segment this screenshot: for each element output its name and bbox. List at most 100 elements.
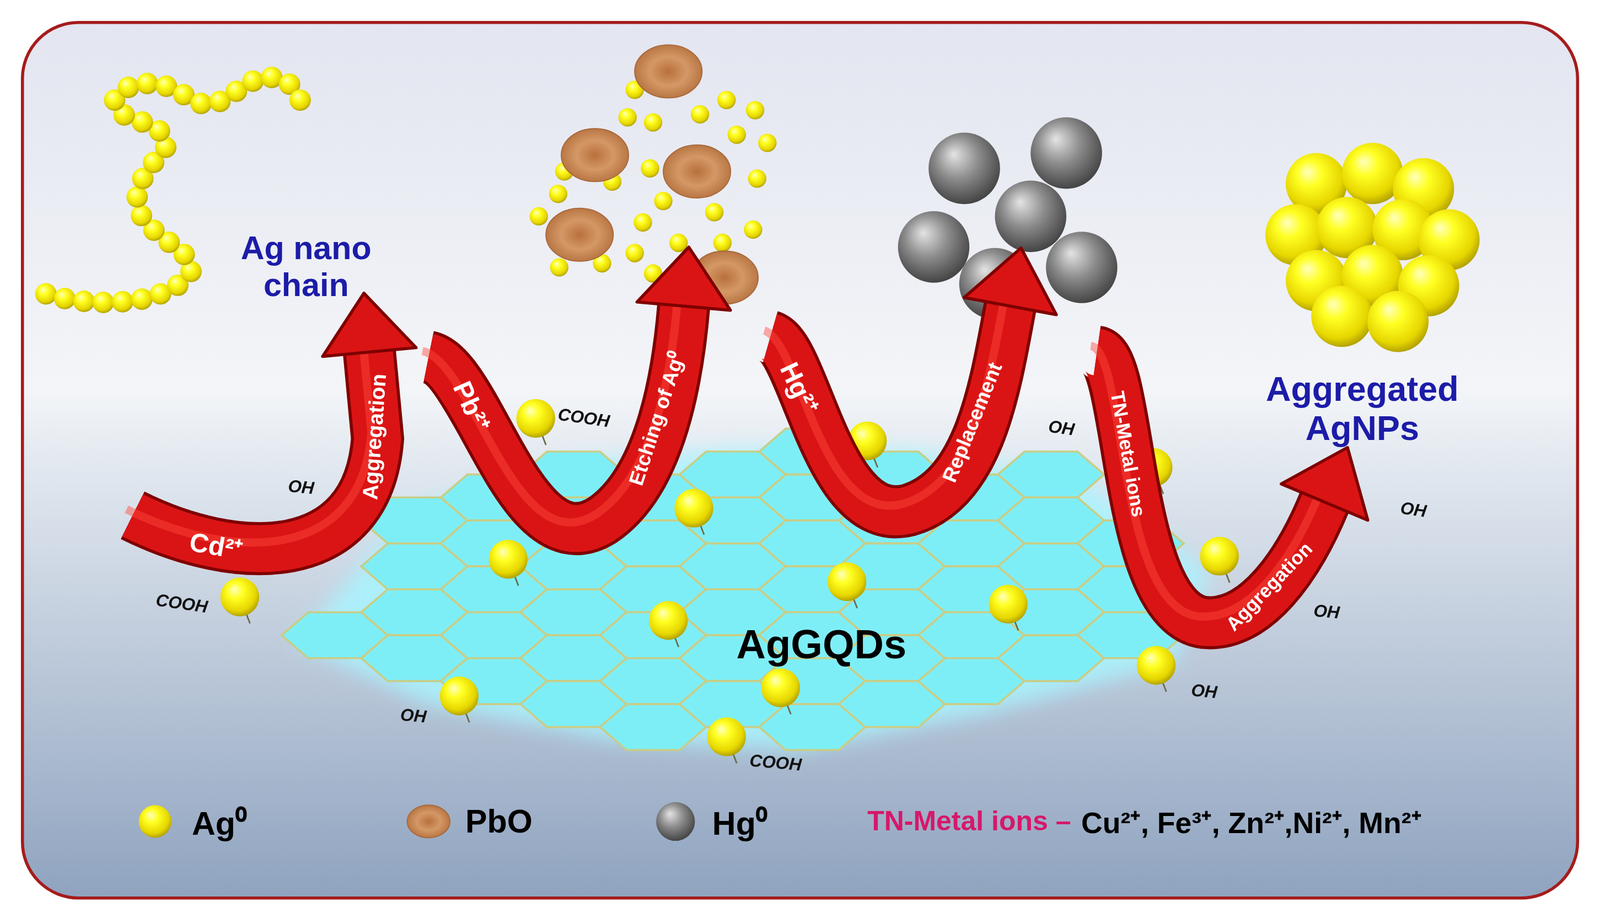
ag-particle bbox=[690, 105, 710, 124]
arrow-ribbon bbox=[770, 305, 1011, 512]
graphene-hexagon bbox=[997, 451, 1104, 498]
ion-label: TN-Metal ions bbox=[1105, 389, 1150, 519]
arrow-head bbox=[636, 247, 731, 310]
legend-swatch bbox=[132, 798, 178, 844]
functional-group-anchor: OH bbox=[1047, 416, 1076, 441]
ag-particle bbox=[35, 283, 57, 305]
ag-particle bbox=[549, 184, 568, 203]
ag-symbol bbox=[138, 804, 172, 838]
ag-particle bbox=[653, 191, 673, 211]
note-text: Cu²⁺, Fe³⁺, Zn²⁺,Ni²⁺, Mn²⁺ bbox=[1081, 801, 1422, 842]
sheet-glow bbox=[296, 448, 1210, 750]
pbo-particle bbox=[561, 128, 629, 182]
ag-particle bbox=[761, 668, 800, 707]
hg-particle bbox=[995, 180, 1067, 253]
ag-particle bbox=[289, 89, 311, 111]
ag-particle bbox=[643, 113, 663, 132]
ag-particle bbox=[743, 220, 762, 239]
note-text-anchor: Cu²⁺, Fe³⁺, Zn²⁺,Ni²⁺, Mn²⁺ bbox=[1081, 801, 1422, 842]
pbo-particle bbox=[545, 208, 614, 262]
product-label: Aggregated AgNPs bbox=[1234, 369, 1490, 448]
legend-item: PbO bbox=[406, 798, 533, 844]
hg-particle bbox=[1045, 231, 1118, 304]
process-label-anchor: Replacement bbox=[937, 358, 1008, 486]
ion-label: Cd²⁺ bbox=[186, 522, 246, 568]
ag-particle bbox=[136, 72, 159, 95]
ion-label: Hg²⁺ bbox=[771, 355, 828, 420]
ag-particle bbox=[1367, 290, 1429, 352]
functional-group-anchor: OH bbox=[1312, 600, 1341, 624]
ag-particle bbox=[220, 577, 260, 617]
functional-group: OH bbox=[1312, 600, 1341, 624]
product-label-anchor: Aggregated AgNPs bbox=[1234, 369, 1490, 448]
process-label: Etching of Ag⁰ bbox=[621, 347, 691, 489]
process-label-anchor: Aggregation bbox=[357, 372, 391, 501]
arrow-head bbox=[964, 248, 1057, 315]
ion-label-anchor: Hg²⁺ bbox=[771, 355, 828, 420]
ag-particle bbox=[73, 290, 95, 313]
functional-group: COOH bbox=[748, 750, 803, 776]
frame bbox=[22, 22, 1578, 899]
ag-particle bbox=[633, 213, 652, 232]
product-label: Ag nano chain bbox=[216, 231, 396, 305]
pbo-particle bbox=[663, 145, 731, 198]
ag-particle bbox=[1136, 646, 1176, 685]
ag-particle bbox=[625, 243, 644, 262]
functional-group: COOH bbox=[154, 590, 209, 619]
process-label: Aggregation bbox=[357, 372, 391, 501]
sheet-glow bbox=[296, 448, 1210, 750]
functional-group: OH bbox=[1047, 416, 1076, 441]
ion-label-anchor: TN-Metal ions bbox=[1105, 389, 1150, 519]
arrow-highlight bbox=[126, 345, 372, 543]
graphene-sheet bbox=[281, 428, 1184, 750]
ag-particle bbox=[827, 562, 867, 601]
ag-particle bbox=[117, 76, 139, 99]
ag-particle bbox=[111, 291, 134, 313]
ag-particle bbox=[988, 584, 1028, 624]
ag-particle bbox=[54, 287, 76, 310]
ag-particle bbox=[745, 100, 765, 120]
legend-text: Ag⁰ bbox=[191, 799, 247, 844]
functional-group-anchor: OH bbox=[399, 705, 427, 728]
ag-particle bbox=[550, 258, 569, 277]
ag-particle bbox=[618, 108, 637, 127]
functional-group-anchor: COOH bbox=[748, 750, 803, 776]
hg-particle bbox=[1030, 117, 1103, 190]
process-label-anchor: Aggregation bbox=[1221, 538, 1318, 636]
ag-particle bbox=[126, 186, 148, 208]
functional-group: COOH bbox=[556, 404, 611, 433]
reaction-arrows bbox=[126, 247, 1368, 623]
ag-particle bbox=[705, 202, 724, 222]
sheet-label-box: AgGQDs bbox=[728, 618, 915, 673]
ag-particle bbox=[190, 92, 212, 115]
functional-group-anchor: OH bbox=[1190, 680, 1218, 703]
ion-label-anchor: Cd²⁺ bbox=[186, 522, 246, 568]
note-heading: TN-Metal ions – bbox=[867, 805, 1071, 837]
product-label-anchor: Ag nano chain bbox=[216, 231, 396, 305]
arrow-ribbon bbox=[132, 352, 378, 550]
ag-particle bbox=[130, 204, 153, 227]
functional-group-anchor: OH bbox=[287, 476, 315, 499]
process-label-anchor: Etching of Ag⁰ bbox=[621, 347, 691, 489]
aggregated-agnps bbox=[1265, 142, 1480, 352]
arrow-head bbox=[1281, 447, 1368, 521]
ag-particle bbox=[131, 288, 153, 310]
ag-particle bbox=[640, 159, 659, 178]
legend-item: Ag⁰ bbox=[132, 798, 248, 844]
ag-particle bbox=[713, 233, 732, 252]
ag-particle bbox=[516, 399, 556, 438]
arrow-outline bbox=[132, 352, 378, 550]
legend-item: Hg⁰ bbox=[653, 798, 768, 844]
hg-particle bbox=[928, 132, 1001, 205]
ag-particle bbox=[439, 676, 479, 716]
legend-text: Hg⁰ bbox=[712, 799, 767, 844]
arrow-outline bbox=[770, 305, 1011, 512]
ag-particle bbox=[674, 489, 713, 528]
functional-group: OH bbox=[399, 705, 427, 728]
process-label: Aggregation bbox=[1221, 538, 1318, 636]
ag-particle bbox=[758, 133, 777, 152]
ion-label: Pb²⁺ bbox=[444, 374, 500, 438]
ag-particle bbox=[242, 70, 264, 93]
